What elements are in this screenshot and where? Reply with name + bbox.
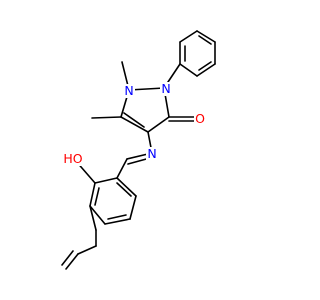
atom-label-n1: N: [124, 83, 133, 98]
atom-label-o-carbonyl: O: [195, 111, 205, 126]
bond: [116, 177, 137, 197]
bond: [123, 112, 145, 128]
benzene-ring: [74, 159, 137, 225]
bond: [196, 63, 216, 77]
phenyl-ring: [179, 30, 216, 77]
molecule-structure-diagram: N N O N HO: [61, 30, 216, 270]
bond: [77, 245, 97, 255]
bond: [104, 218, 131, 225]
atom-label-hydroxyl: HO: [63, 151, 82, 166]
bond: [147, 116, 170, 133]
bond: [198, 35, 212, 45]
bond: [116, 158, 128, 179]
bond: [65, 253, 79, 270]
allyl-chain: [61, 205, 97, 270]
pyrazolone-ring: [91, 61, 195, 133]
bond: [91, 116, 122, 119]
bond: [94, 187, 100, 206]
atom-label-n2: N: [161, 81, 170, 96]
bond: [89, 205, 106, 225]
bond: [198, 61, 212, 71]
bond: [107, 214, 127, 220]
bond: [89, 182, 96, 207]
bond: [120, 116, 149, 133]
bond: [129, 195, 137, 220]
bond: [89, 205, 97, 231]
bond: [179, 63, 198, 77]
bond: [196, 30, 216, 43]
bond: [94, 177, 118, 184]
atom-label-n-imine: N: [147, 146, 156, 161]
bond: [179, 30, 198, 43]
bond: [116, 182, 132, 197]
bond: [61, 250, 74, 266]
